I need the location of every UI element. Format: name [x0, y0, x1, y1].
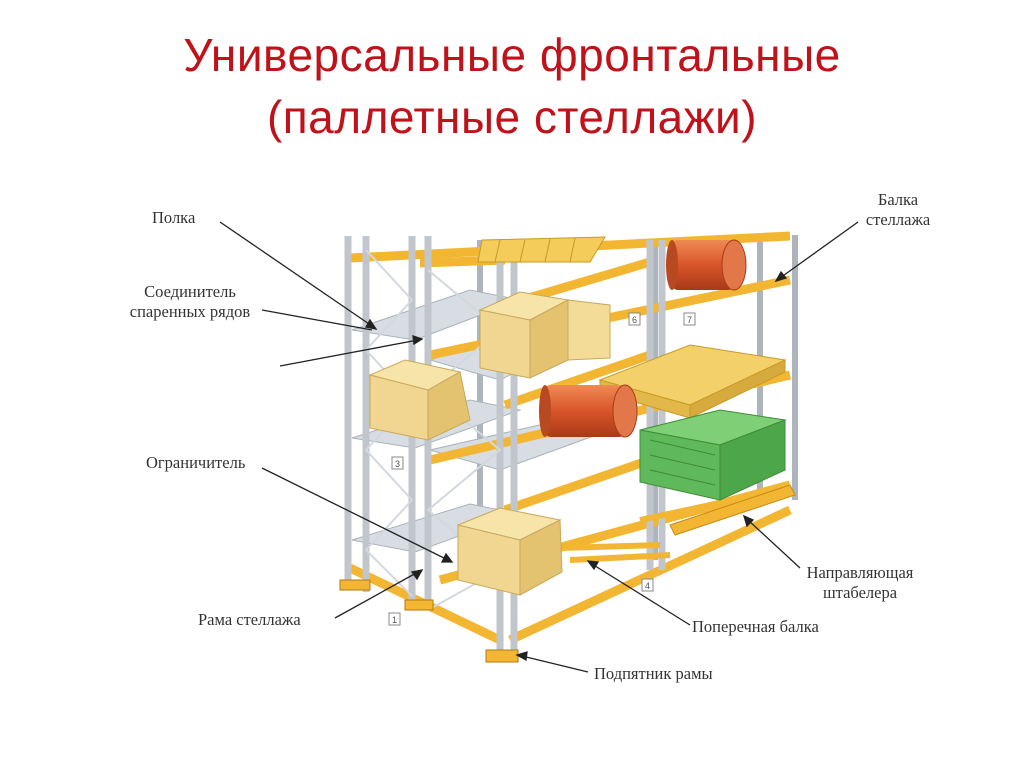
label-beam-line2: стеллажа [865, 210, 931, 229]
marker-4: 4 [641, 578, 654, 592]
top-pallet [477, 236, 606, 263]
label-limiter-text: Ограничитель [146, 453, 246, 472]
label-shelf-text: Полка [152, 208, 196, 227]
marker-7: 7 [683, 312, 696, 326]
label-guide-line2: штабелера [822, 583, 898, 602]
title-line-1: Универсальные фронтальные [183, 29, 841, 81]
label-beam-line1: Балка [877, 190, 919, 209]
barrel-upper [666, 239, 747, 291]
leader-lines [219, 221, 859, 673]
label-cross-beam: Поперечная балка [692, 617, 819, 637]
title-line-2: (паллетные стеллажи) [266, 91, 758, 143]
marker-1: 1 [388, 612, 401, 626]
box-upper [478, 291, 611, 379]
label-limiter: Ограничитель [146, 453, 245, 473]
label-rack-beam: Балка стеллажа [852, 190, 944, 230]
label-connector: Соединитель спаренных рядов [100, 282, 280, 322]
slide-title: Универсальные фронтальные (паллетные сте… [0, 24, 1024, 148]
label-shelf: Полка [152, 208, 195, 228]
number-markers: 1 3 4 6 7 [388, 312, 696, 626]
label-footplate: Подпятник рамы [594, 664, 713, 684]
box-bottom [456, 507, 563, 596]
label-frame: Рама стеллажа [198, 610, 301, 630]
svg-text:3: 3 [395, 459, 400, 469]
label-stacker-guide: Направляющая штабелера [782, 563, 938, 603]
box-left [368, 359, 471, 441]
cardboard-boxes [368, 291, 611, 596]
barrel-lower [539, 384, 638, 438]
label-connector-line2: спаренных рядов [129, 302, 251, 321]
label-connector-line1: Соединитель [144, 282, 236, 301]
svg-text:6: 6 [632, 315, 637, 325]
svg-text:1: 1 [392, 615, 397, 625]
label-footplate-text: Подпятник рамы [594, 664, 713, 683]
label-guide-line1: Направляющая [806, 563, 914, 582]
label-cross-beam-text: Поперечная балка [692, 617, 819, 636]
label-frame-text: Рама стеллажа [198, 610, 301, 629]
green-load [639, 409, 787, 501]
marker-6: 6 [628, 312, 641, 326]
stacker-guide-rail [669, 484, 796, 536]
svg-text:7: 7 [687, 315, 692, 325]
marker-3: 3 [391, 456, 404, 470]
svg-text:4: 4 [645, 581, 650, 591]
